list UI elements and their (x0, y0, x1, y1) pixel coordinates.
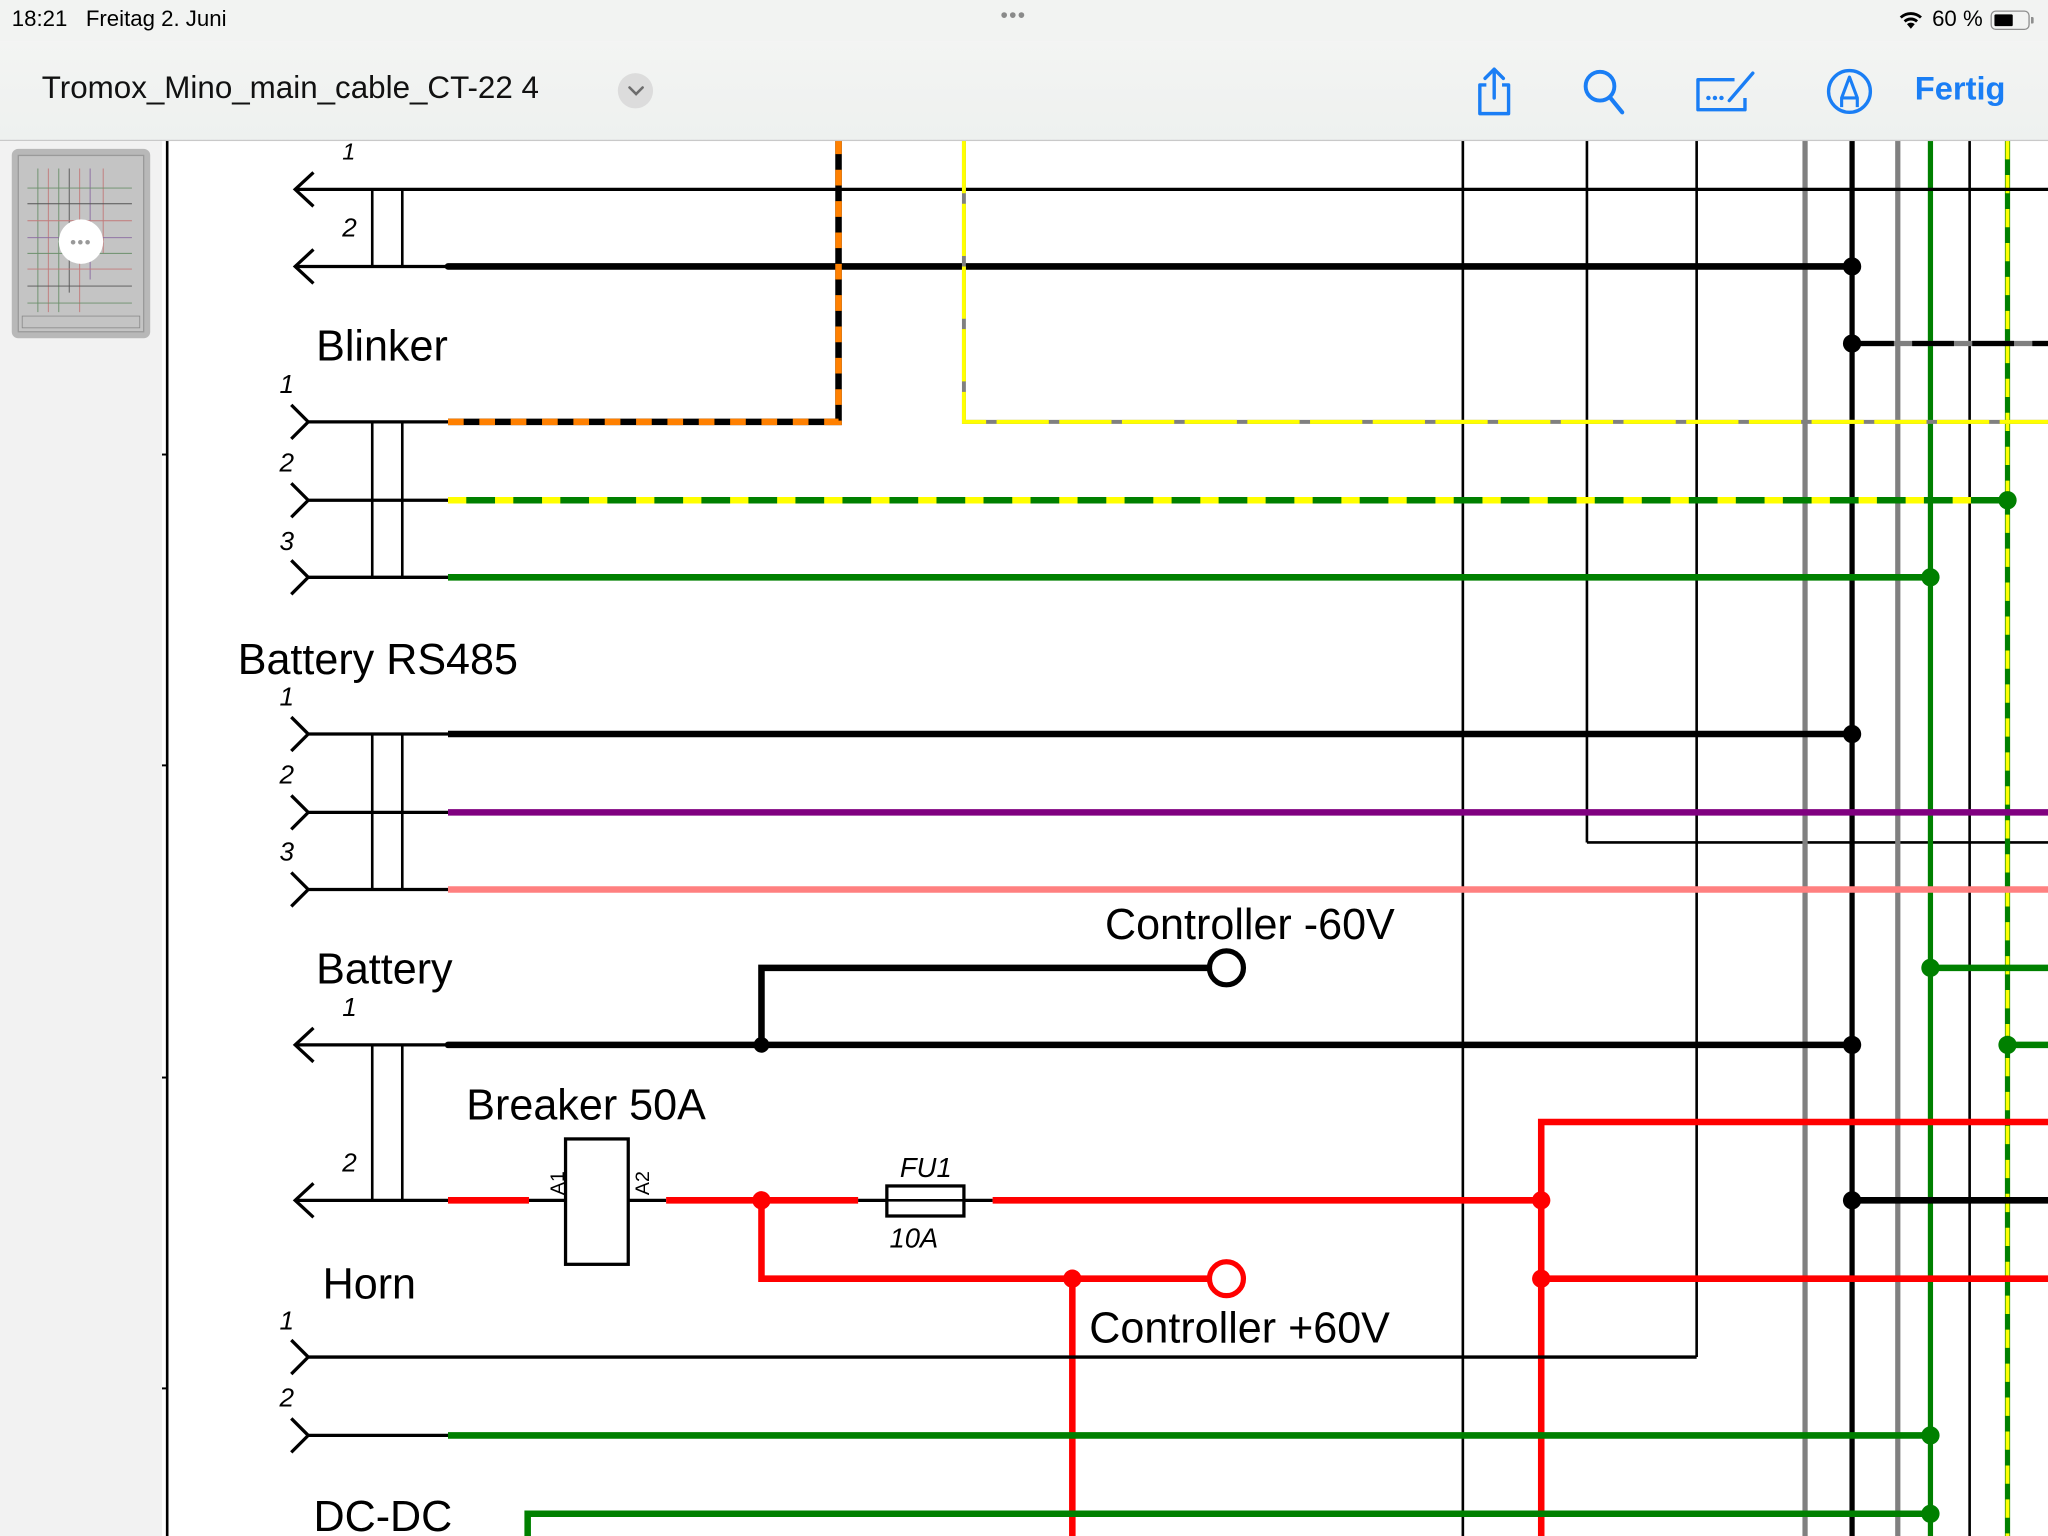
battery-tip (2031, 16, 2034, 23)
connector-horn: Horn 1 2 (279, 1260, 1931, 1454)
connector-label: Blinker (316, 322, 448, 370)
fuse-name: FU1 (900, 1152, 952, 1183)
thumbnail-sidebar: ••• (0, 141, 162, 1536)
page-thumbnail-preview (17, 154, 145, 333)
pin-label: 1 (280, 1306, 295, 1336)
terminal-controller-neg (1206, 948, 1247, 988)
pin-label: 3 (280, 837, 295, 867)
status-bar: 18:21 Freitag 2. Juni ••• 60 % (0, 0, 2048, 42)
form-fill-icon (1696, 71, 1755, 112)
pin-label: 3 (280, 526, 295, 556)
wire-yellow-gray (961, 141, 2048, 424)
toolbar: Tromox_Mino_main_cable_CT-22 4 (0, 41, 2048, 142)
share-icon (1478, 67, 1511, 116)
pin-label: 2 (279, 448, 295, 478)
breaker-label: Breaker 50A (466, 1081, 706, 1129)
connector-label: Battery RS485 (238, 636, 518, 684)
wire-red-vertical-2 (1537, 1118, 2048, 1536)
wire-orange-black-stripe (447, 141, 842, 426)
markup-button[interactable] (1823, 65, 1875, 117)
pin-label: 2 (341, 212, 357, 242)
fuse-rating: 10A (889, 1222, 938, 1253)
search-button[interactable] (1578, 65, 1630, 117)
battery-icon (1990, 9, 2034, 30)
controller-pos-label: Controller +60V (1089, 1305, 1390, 1353)
controller-neg-label: Controller -60V (1105, 901, 1395, 949)
markup-pen-icon (1826, 68, 1873, 115)
connector-battery: Battery 1 2 (292, 946, 1856, 1219)
breaker-pin-a1: A1 (547, 1171, 569, 1195)
connector-label: Horn (323, 1260, 416, 1308)
pin-label: 2 (341, 1148, 357, 1178)
pin-label: 1 (342, 992, 357, 1022)
multitasking-dots[interactable]: ••• (1000, 5, 1027, 28)
vertical-gray-wires (1802, 141, 1901, 1536)
pin-label: 2 (279, 1383, 295, 1413)
pin-label: 1 (280, 681, 295, 711)
battery-percent: 60 % (1932, 6, 1983, 32)
terminal-controller-pos (1206, 1259, 1247, 1299)
wifi-icon (1900, 12, 1923, 29)
chevron-down-icon (627, 85, 644, 96)
title-menu-button[interactable] (617, 73, 654, 109)
connector-label-dcdc: DC-DC (313, 1493, 452, 1536)
document-title[interactable]: Tromox_Mino_main_cable_CT-22 4 (41, 70, 539, 106)
status-indicators: 60 % (1898, 6, 2034, 33)
wire-green-dcdc (524, 1510, 1931, 1536)
thumbnail-more-button[interactable]: ••• (58, 219, 104, 264)
connector-label: Battery (316, 946, 453, 994)
breaker-50a (563, 1137, 630, 1266)
wire-red-controller-pos (758, 1200, 1210, 1282)
connector-blinker: Blinker 1 2 3 (279, 322, 2008, 596)
connector-top: 1 2 (292, 138, 2048, 285)
status-time: 18:21 Freitag 2. Juni (11, 6, 227, 32)
page-border-ticks (161, 453, 168, 1390)
pin-label: 1 (280, 369, 295, 399)
battery-level (1994, 13, 2013, 26)
junction-dots (752, 257, 2017, 1523)
form-fill-button[interactable] (1695, 65, 1760, 117)
connector-battery-rs485: Battery RS485 1 2 3 (238, 636, 2048, 908)
done-button[interactable]: Fertig (1914, 70, 2006, 108)
share-button[interactable] (1468, 65, 1520, 117)
pin-label: 1 (342, 138, 355, 164)
breaker-pin-a2: A2 (632, 1171, 654, 1195)
wire-yellow-gray-stripe (961, 141, 2048, 424)
pin-label: 2 (279, 760, 295, 790)
vertical-thin-black-wires (1461, 141, 2048, 1536)
search-icon (1583, 69, 1625, 115)
wire-orange-black (447, 141, 842, 426)
